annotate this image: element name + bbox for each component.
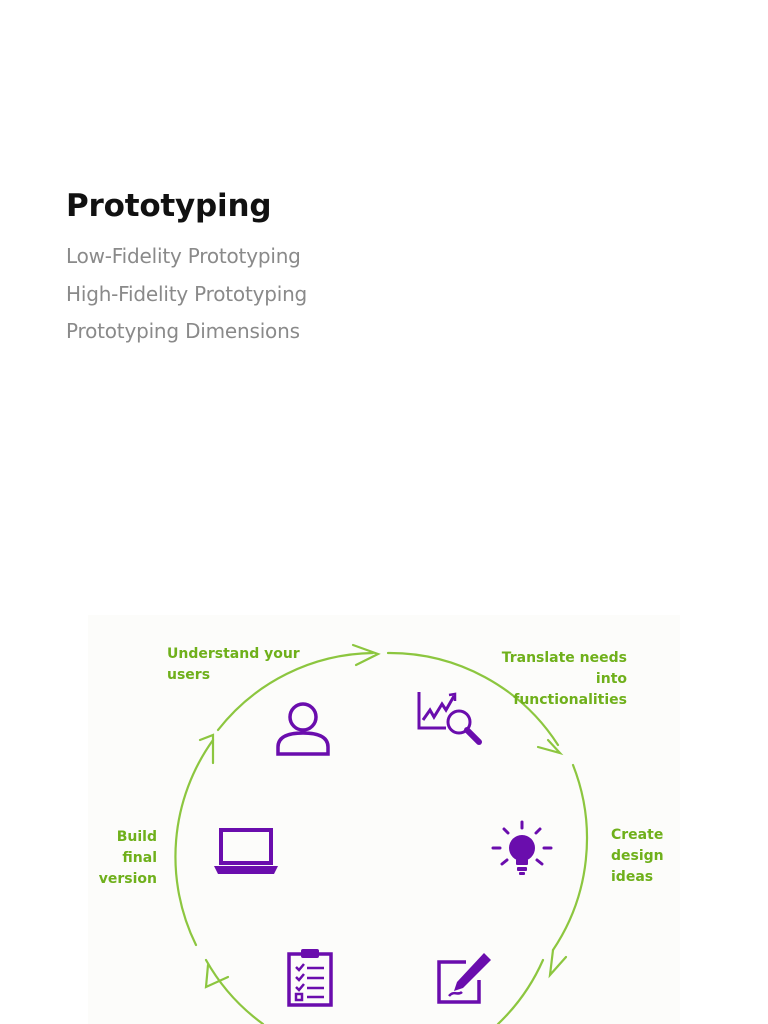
- clipboard-checklist-icon: [287, 949, 333, 1007]
- step-label-translate: Translate needs into functionalities: [501, 650, 627, 708]
- cycle-arc-top-right: [386, 651, 560, 747]
- cycle-arc-right: [551, 763, 589, 952]
- step-label-understand: Understand your users: [167, 646, 300, 683]
- arrowhead-right: [548, 948, 568, 979]
- section-item-low-fidelity: Low-Fidelity Prototyping: [66, 244, 301, 268]
- section-list: Low-Fidelity Prototyping High-Fidelity P…: [66, 238, 307, 351]
- step-label-create: Create design ideas: [611, 827, 664, 885]
- chart-magnifier-icon: [417, 692, 482, 745]
- cycle-arrows: [174, 643, 589, 1024]
- design-cycle-diagram: Understand your users Translate needs in…: [88, 615, 680, 1024]
- arrowhead-bottom-left: [204, 963, 230, 989]
- laptop-icon: [214, 828, 278, 874]
- cycle-arc-bottom-right: [496, 958, 545, 1024]
- arrowhead-left: [198, 733, 215, 765]
- cycle-arc-top: [216, 651, 375, 732]
- page-title: Prototyping: [66, 188, 272, 224]
- cycle-arc-left: [174, 738, 215, 947]
- arrowhead-top-right: [536, 738, 564, 756]
- user-icon: [276, 702, 330, 756]
- section-item-high-fidelity: High-Fidelity Prototyping: [66, 281, 308, 306]
- pencil-sketch-icon: [437, 953, 491, 1004]
- step-label-build: Build final version: [98, 829, 157, 887]
- section-item-dimensions: Prototyping Dimensions: [66, 319, 300, 343]
- arrowhead-top: [351, 643, 381, 667]
- cycle-arc-bottom-left: [204, 958, 265, 1024]
- lightbulb-icon: [491, 820, 553, 875]
